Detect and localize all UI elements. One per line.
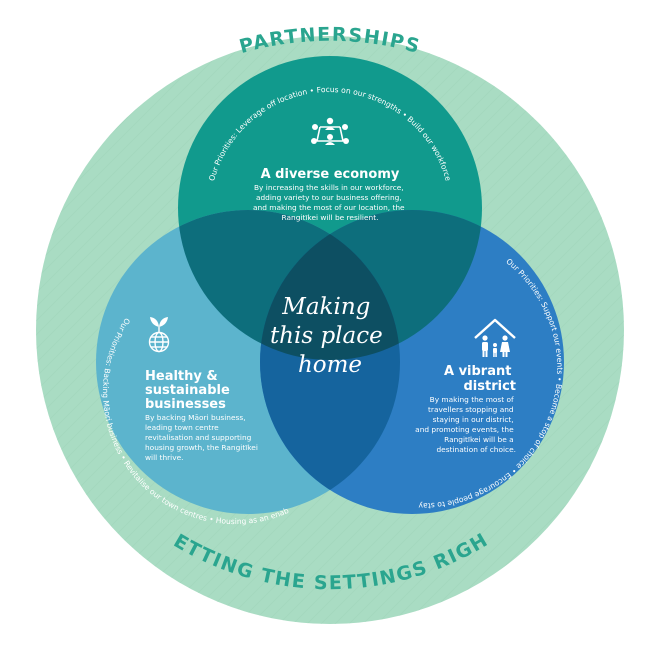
- center-title: Making this place home: [270, 294, 390, 378]
- district-title: A vibrant district: [444, 364, 516, 394]
- businesses-body: By backing Māori business, leading town …: [145, 413, 260, 462]
- globe-leaf-icon: [148, 317, 170, 353]
- people-network-icon: [311, 117, 349, 145]
- economy-body: By increasing the skills in our workforc…: [253, 183, 407, 222]
- overlap-center: [260, 210, 400, 360]
- district-body: By making the most of travellers stoppin…: [415, 395, 516, 454]
- businesses-title: Healthy & sustainable businesses: [145, 369, 234, 412]
- family-house-icon: [474, 318, 516, 357]
- economy-title: A diverse economy: [261, 167, 400, 182]
